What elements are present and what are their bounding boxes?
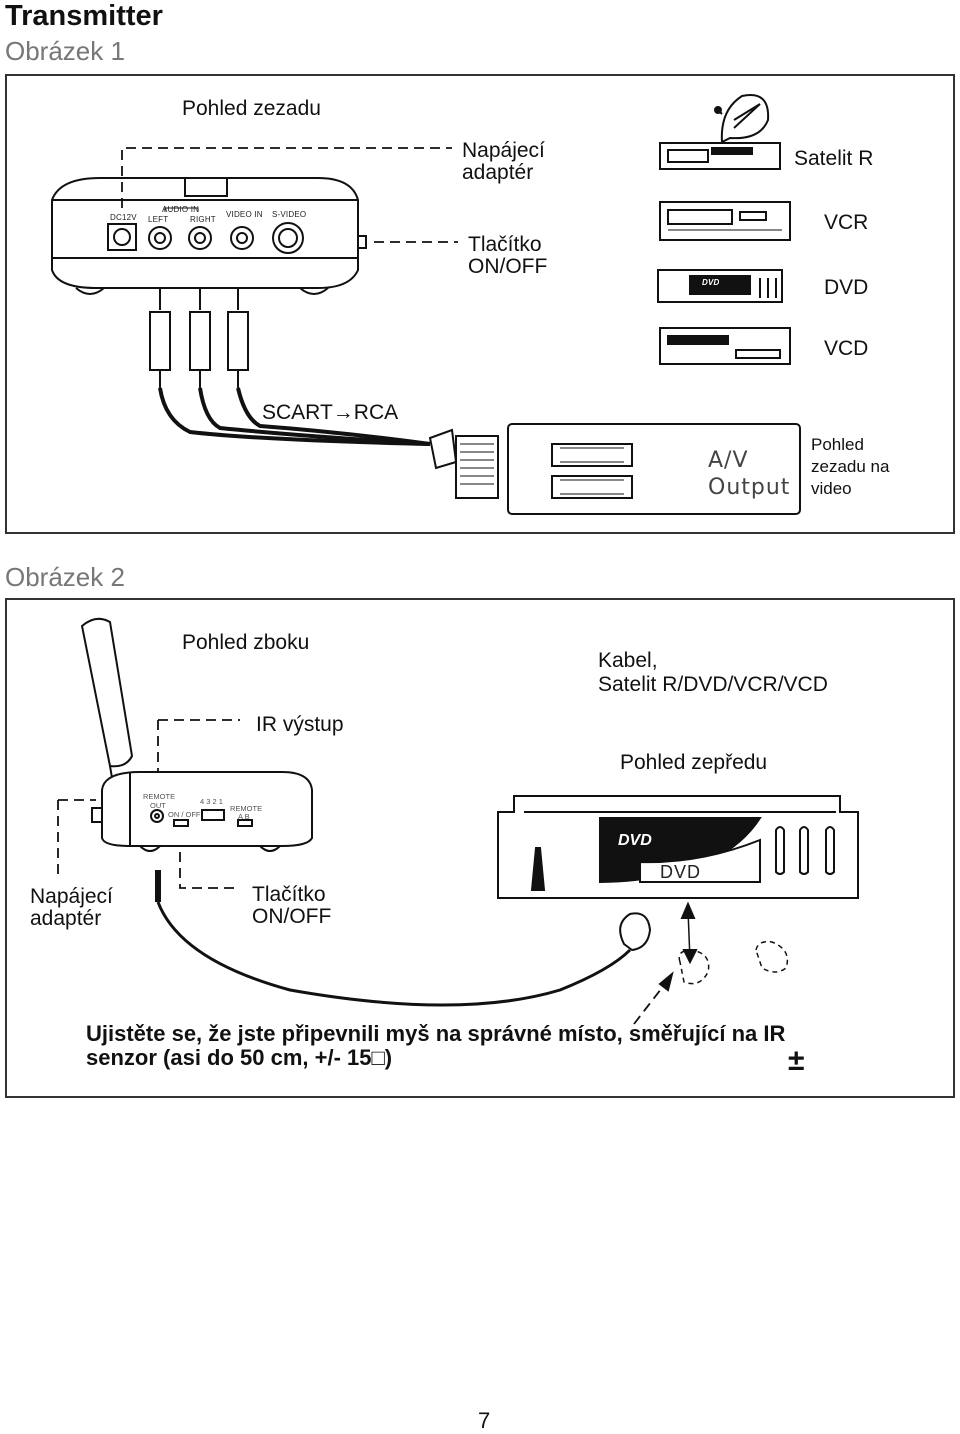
vcd-device — [659, 327, 791, 365]
plus-minus-symbol: ± — [788, 1044, 805, 1077]
on-off-label-1b: ON/OFF — [468, 255, 548, 278]
figure2-frame — [5, 598, 955, 1098]
panel-video-in: VIDEO IN — [226, 210, 263, 219]
page-title: Transmitter — [5, 0, 163, 32]
cable-label-b: Satelit R/DVD/VCR/VCD — [598, 673, 828, 696]
rear-video-label-c: video — [811, 479, 852, 498]
rear-view-label: Pohled zezadu — [182, 97, 321, 120]
instruction-note-line1: Ujistěte se, že jste připevnili myš na s… — [86, 1021, 786, 1046]
power-adapter-label-1a: Napájecí — [462, 139, 545, 162]
side-view-label: Pohled zboku — [182, 631, 310, 654]
dvd-logo-small: DVD — [702, 278, 720, 287]
panel-ab: A B — [238, 812, 250, 821]
on-off-label-1a: Tlačítko — [468, 233, 542, 256]
panel-s-video: S-VIDEO — [272, 210, 307, 219]
output-label: Output — [708, 475, 791, 500]
rear-video-label-b: zezadu na — [811, 457, 890, 476]
dvd-front — [497, 795, 859, 899]
panel-out: OUT — [150, 801, 166, 810]
on-off-label-2b: ON/OFF — [252, 905, 332, 928]
panel-right: RIGHT — [190, 215, 216, 224]
panel-audio-in: AUDIO IN — [162, 205, 200, 214]
panel-remote: REMOTE — [143, 792, 176, 801]
figure1-frame — [5, 74, 955, 534]
ir-output-label: IR výstup — [256, 713, 344, 736]
power-adapter-label-1b: adaptér — [462, 161, 534, 184]
dvd-logo-large: DVD — [618, 832, 652, 849]
device-satelit: Satelit R — [794, 147, 874, 170]
figure2-label: Obrázek 2 — [5, 562, 125, 592]
rear-video-label-a: Pohled — [811, 435, 864, 454]
panel-dc: DC12V — [110, 213, 137, 222]
panel-numbers: 4 3 2 1 — [200, 797, 223, 806]
panel-left: LEFT — [148, 215, 169, 224]
device-vcr: VCR — [824, 211, 869, 234]
device-dvd: DVD — [824, 276, 869, 299]
right-jack — [188, 226, 212, 250]
s-video-jack — [272, 222, 304, 254]
instruction-note-line2: senzor (asi do 50 cm, +/- 15□) — [86, 1045, 393, 1070]
dvd-device — [657, 269, 783, 303]
vcr-device — [659, 201, 791, 241]
on-off-label-2a: Tlačítko — [252, 883, 326, 906]
instruction-note: Ujistěte se, že jste připevnili myš na s… — [86, 1022, 886, 1070]
dvd-front-label: DVD — [660, 862, 702, 882]
panel-on-off: ON / OFF — [168, 810, 201, 819]
front-view-label: Pohled zepředu — [620, 751, 768, 774]
video-jack — [230, 226, 254, 250]
power-adapter-label-2b: adaptér — [30, 907, 102, 930]
scart-plug — [428, 428, 499, 499]
rca-plugs — [149, 288, 431, 446]
av-label: A/V — [708, 448, 749, 473]
figure1-label: Obrázek 1 — [5, 36, 125, 66]
scart-rca-label: SCART→RCA — [262, 401, 399, 424]
device-vcd: VCD — [824, 337, 869, 360]
power-adapter-label-2a: Napájecí — [30, 885, 113, 908]
page-number: 7 — [478, 1408, 491, 1433]
transmitter-rear-body — [51, 177, 359, 289]
left-jack — [148, 226, 172, 250]
panel-remote2: REMOTE — [230, 804, 263, 813]
cable-label-a: Kabel, — [598, 649, 658, 672]
satellite-receiver — [659, 94, 781, 170]
ir-antenna — [80, 617, 134, 768]
video-rear-panel — [507, 423, 801, 515]
